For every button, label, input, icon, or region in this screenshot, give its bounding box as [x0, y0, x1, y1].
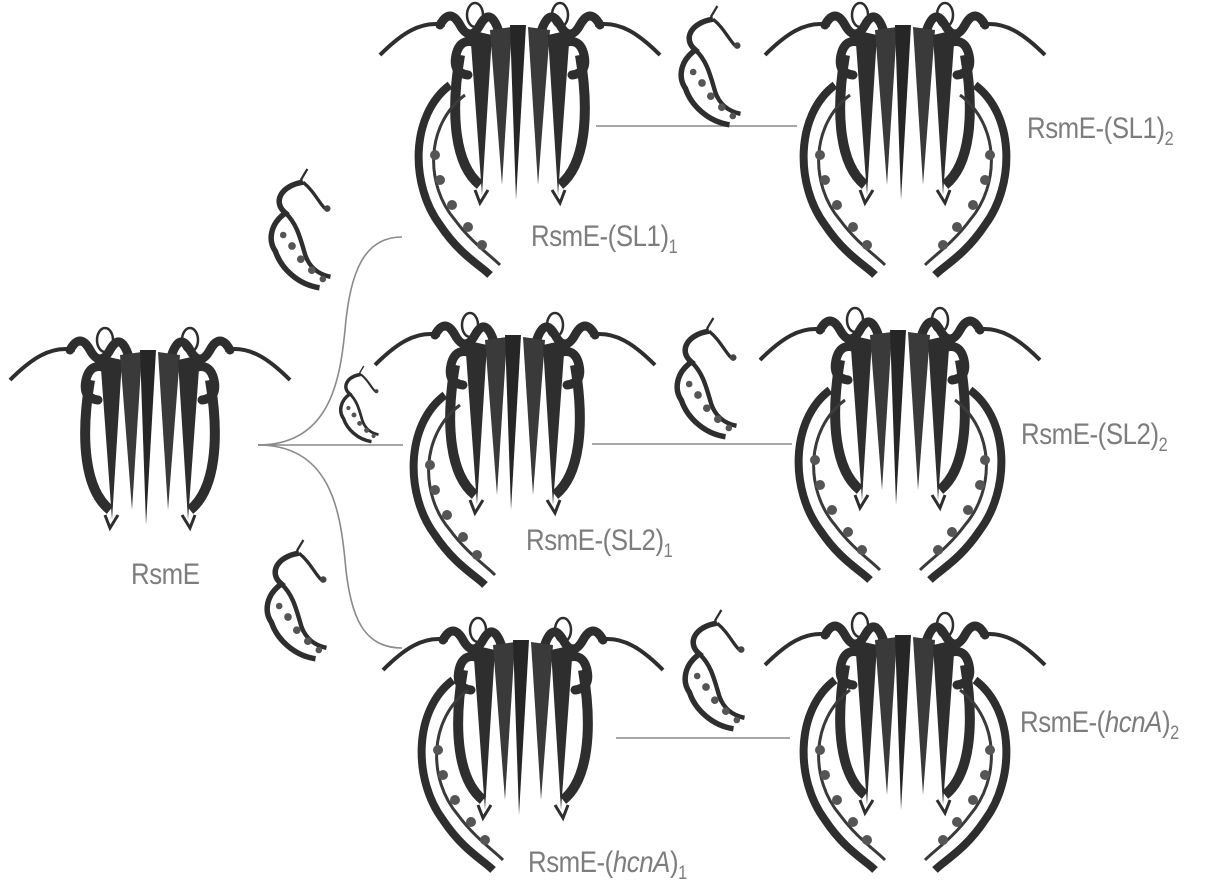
sl1-rna-free-second [681, 6, 740, 125]
sl2-rna-free [339, 364, 381, 444]
label-text: RsmE-(SL2) [526, 524, 664, 557]
label-subscript: 1 [678, 863, 687, 884]
label-italic: hcnA [1104, 706, 1163, 739]
label-rsme: RsmE [131, 558, 200, 592]
label-subscript: 1 [668, 237, 678, 258]
rsme-sl2-2-structure [760, 308, 1040, 580]
rsme-hcna-1-structure [383, 618, 663, 870]
hcna-rna-free [267, 540, 326, 659]
label-rsme-text: RsmE [131, 558, 200, 591]
label-italic: hcnA [612, 846, 671, 879]
second-step-connectors [592, 125, 797, 739]
label-subscript: 2 [1158, 435, 1168, 456]
label-rsme-sl2-1: RsmE-(SL2)1 [526, 524, 673, 563]
label-text: RsmE-(SL1) [531, 220, 669, 253]
hcna-rna-free-second [685, 610, 744, 729]
branch-connectors [257, 236, 403, 649]
label-subscript: 2 [1164, 129, 1174, 150]
label-subscript: 2 [1170, 723, 1179, 744]
label-rsme-sl1-1: RsmE-(SL1)1 [531, 220, 678, 259]
label-suffix: ) [1161, 706, 1171, 739]
rsme-sl1-2-structure [765, 3, 1045, 275]
label-rsme-hcna-2: RsmE-(hcnA)2 [1020, 706, 1179, 745]
label-text: RsmE-(SL2) [1021, 418, 1159, 451]
rsme-hcna-2-structure [765, 613, 1045, 870]
rsme-structure [10, 328, 290, 528]
sl1-rna-free [271, 169, 330, 288]
label-subscript: 1 [663, 541, 673, 562]
label-suffix: ) [669, 846, 679, 879]
label-text: RsmE-( [528, 846, 613, 879]
label-text: RsmE-( [1020, 706, 1105, 739]
label-rsme-sl2-2: RsmE-(SL2)2 [1021, 418, 1168, 457]
sl2-rna-free-second [677, 318, 736, 437]
label-rsme-sl1-2: RsmE-(SL1)2 [1027, 112, 1174, 151]
label-rsme-hcna-1: RsmE-(hcnA)1 [528, 846, 687, 885]
label-text: RsmE-(SL1) [1027, 112, 1165, 145]
